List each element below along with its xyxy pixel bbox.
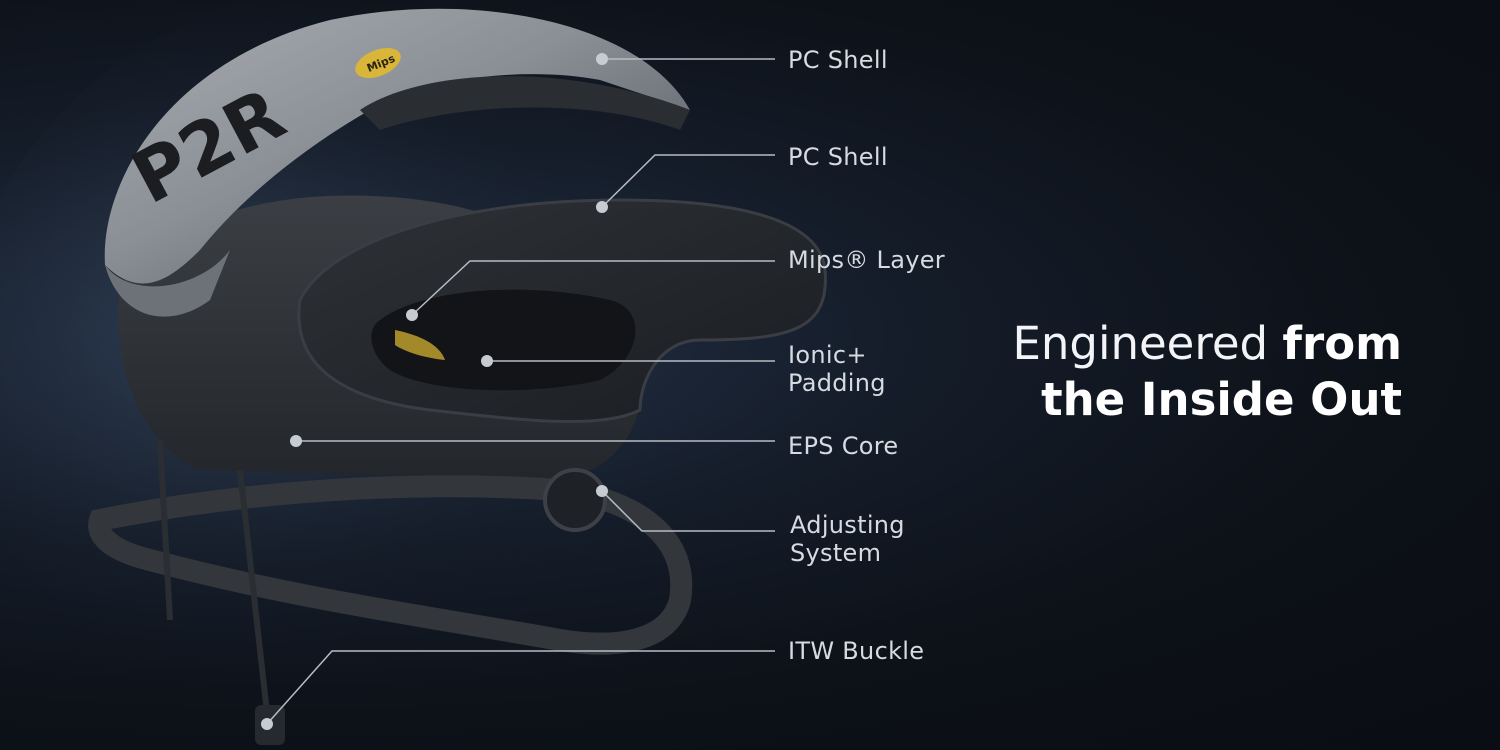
outer-pc-shell-shape [104,8,690,284]
callout-label-ionic-padding: Ionic+ Padding [788,341,886,397]
inner-cutout [371,289,636,391]
callout-line-mips-layer [411,260,775,316]
headline: Engineered from the Inside Out [1012,316,1402,428]
callout-dot-ionic-padding [481,355,493,367]
callout-line-adjusting-system [601,490,775,532]
callout-lines [266,58,775,725]
mips-badge [355,47,401,79]
callout-dot-adjusting-system [596,485,608,497]
headline-bold-text-1: from [1282,317,1402,370]
callout-label-adjusting-system: Adjusting System [790,511,905,567]
callout-label-pc-shell-inner: PC Shell [788,143,888,171]
callout-label-pc-shell-outer: PC Shell [788,46,888,74]
callout-dot-pc-shell-outer [596,53,608,65]
callout-dot-itw-buckle [261,718,273,730]
callout-dot-eps-core [290,435,302,447]
callout-dot-mips-layer [406,309,418,321]
shell-lower-edge [105,250,230,317]
retention-strap [88,475,693,655]
callout-label-eps-core: EPS Core [788,432,899,460]
headline-light-text: Engineered [1012,317,1283,370]
callout-dot-pc-shell-inner [596,201,608,213]
callout-line-itw-buckle [266,650,775,725]
shell-vent [360,76,690,130]
adjuster-dial [543,468,607,532]
mips-liner-shape [395,330,445,360]
chin-straps [157,439,273,741]
headline-line-1: Engineered from [1012,316,1402,372]
callout-label-mips-layer: Mips® Layer [788,246,945,274]
callout-label-itw-buckle: ITW Buckle [788,637,925,665]
callout-dots [261,53,608,730]
headline-line-2: the Inside Out [1041,373,1402,426]
callout-line-pc-shell-inner [601,154,775,208]
